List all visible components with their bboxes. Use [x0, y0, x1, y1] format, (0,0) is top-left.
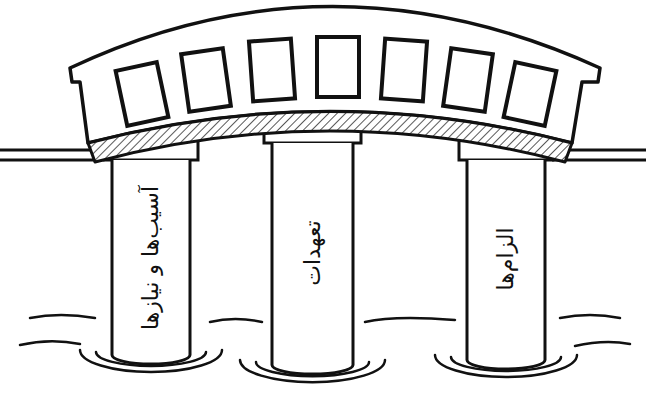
pillar-node: تعهدات [274, 149, 351, 357]
pillar-body [112, 143, 545, 374]
water-ripple [80, 350, 577, 382]
pillar-label: تعهدات [299, 220, 325, 285]
pillar-label: الزام‌ها [493, 228, 519, 291]
pillar-node: آسیب‌ها و نیازها [114, 166, 188, 350]
bridge-deck [88, 112, 572, 163]
pillar-label: آسیب‌ها و نیازها [138, 186, 164, 330]
pillar-node: الزام‌ها [469, 166, 543, 352]
